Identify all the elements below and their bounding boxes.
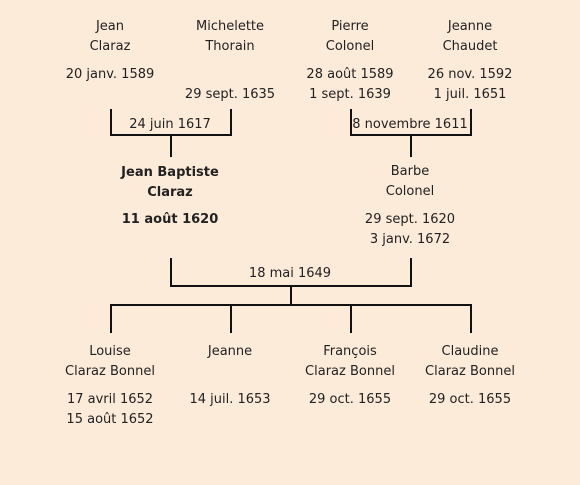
person-last-name: Colonel <box>385 184 435 199</box>
connector-line <box>170 134 172 157</box>
person-first-name: Michelette <box>195 19 265 34</box>
person-first-name: Jeanne <box>447 19 493 34</box>
connector-line <box>230 304 232 333</box>
marriage-date: 8 novembre 1611 <box>352 117 468 132</box>
person-last-name: Colonel <box>325 39 375 54</box>
connector-line <box>470 109 472 136</box>
person-birth-date: 20 janv. 1589 <box>65 67 155 82</box>
person-birth-date: 29 oct. 1655 <box>428 392 512 407</box>
connector-line <box>110 304 472 306</box>
person-last-name: Claraz <box>89 39 131 54</box>
person-last-name: Claraz <box>147 185 193 200</box>
person-last-name: Claraz Bonnel <box>425 364 515 379</box>
connector-line <box>170 258 172 287</box>
person-last-name: Thorain <box>205 39 255 54</box>
connector-line <box>350 109 352 136</box>
person-first-name: François <box>323 344 377 359</box>
marriage-date: 18 mai 1649 <box>248 266 332 281</box>
person-first-name: Barbe <box>390 164 430 179</box>
person-birth-date: 29 oct. 1655 <box>308 392 392 407</box>
person-birth-date: 29 sept. 1620 <box>364 212 456 227</box>
person-last-name: Claraz Bonnel <box>65 364 155 379</box>
person-death-date: 15 août 1652 <box>66 412 154 427</box>
person-birth-date: 28 août 1589 <box>306 67 394 82</box>
person-last-name: Claraz Bonnel <box>305 364 395 379</box>
connector-line <box>410 258 412 287</box>
person-birth-date: 11 août 1620 <box>121 212 219 227</box>
marriage-date: 24 juin 1617 <box>129 117 211 132</box>
connector-line <box>350 304 352 333</box>
connector-line <box>410 134 412 157</box>
person-birth-date: 17 avril 1652 <box>66 392 154 407</box>
connector-line <box>290 285 292 306</box>
person-first-name: Louise <box>89 344 131 359</box>
person-first-name: Jean <box>95 19 125 34</box>
person-death-date: 3 janv. 1672 <box>369 232 451 247</box>
person-death-date: 29 sept. 1635 <box>184 87 276 102</box>
person-first-name: Jean Baptiste <box>121 165 219 180</box>
person-birth-date: 14 juil. 1653 <box>189 392 271 407</box>
connector-line <box>110 304 112 333</box>
person-last-name: Chaudet <box>442 39 498 54</box>
connector-line <box>110 109 112 136</box>
person-first-name: Claudine <box>441 344 499 359</box>
person-first-name: Jeanne <box>207 344 253 359</box>
person-death-date: 1 juil. 1651 <box>433 87 507 102</box>
person-death-date: 1 sept. 1639 <box>309 87 391 102</box>
person-first-name: Pierre <box>331 19 369 34</box>
connector-line <box>470 304 472 333</box>
person-birth-date: 26 nov. 1592 <box>427 67 513 82</box>
connector-line <box>230 109 232 136</box>
